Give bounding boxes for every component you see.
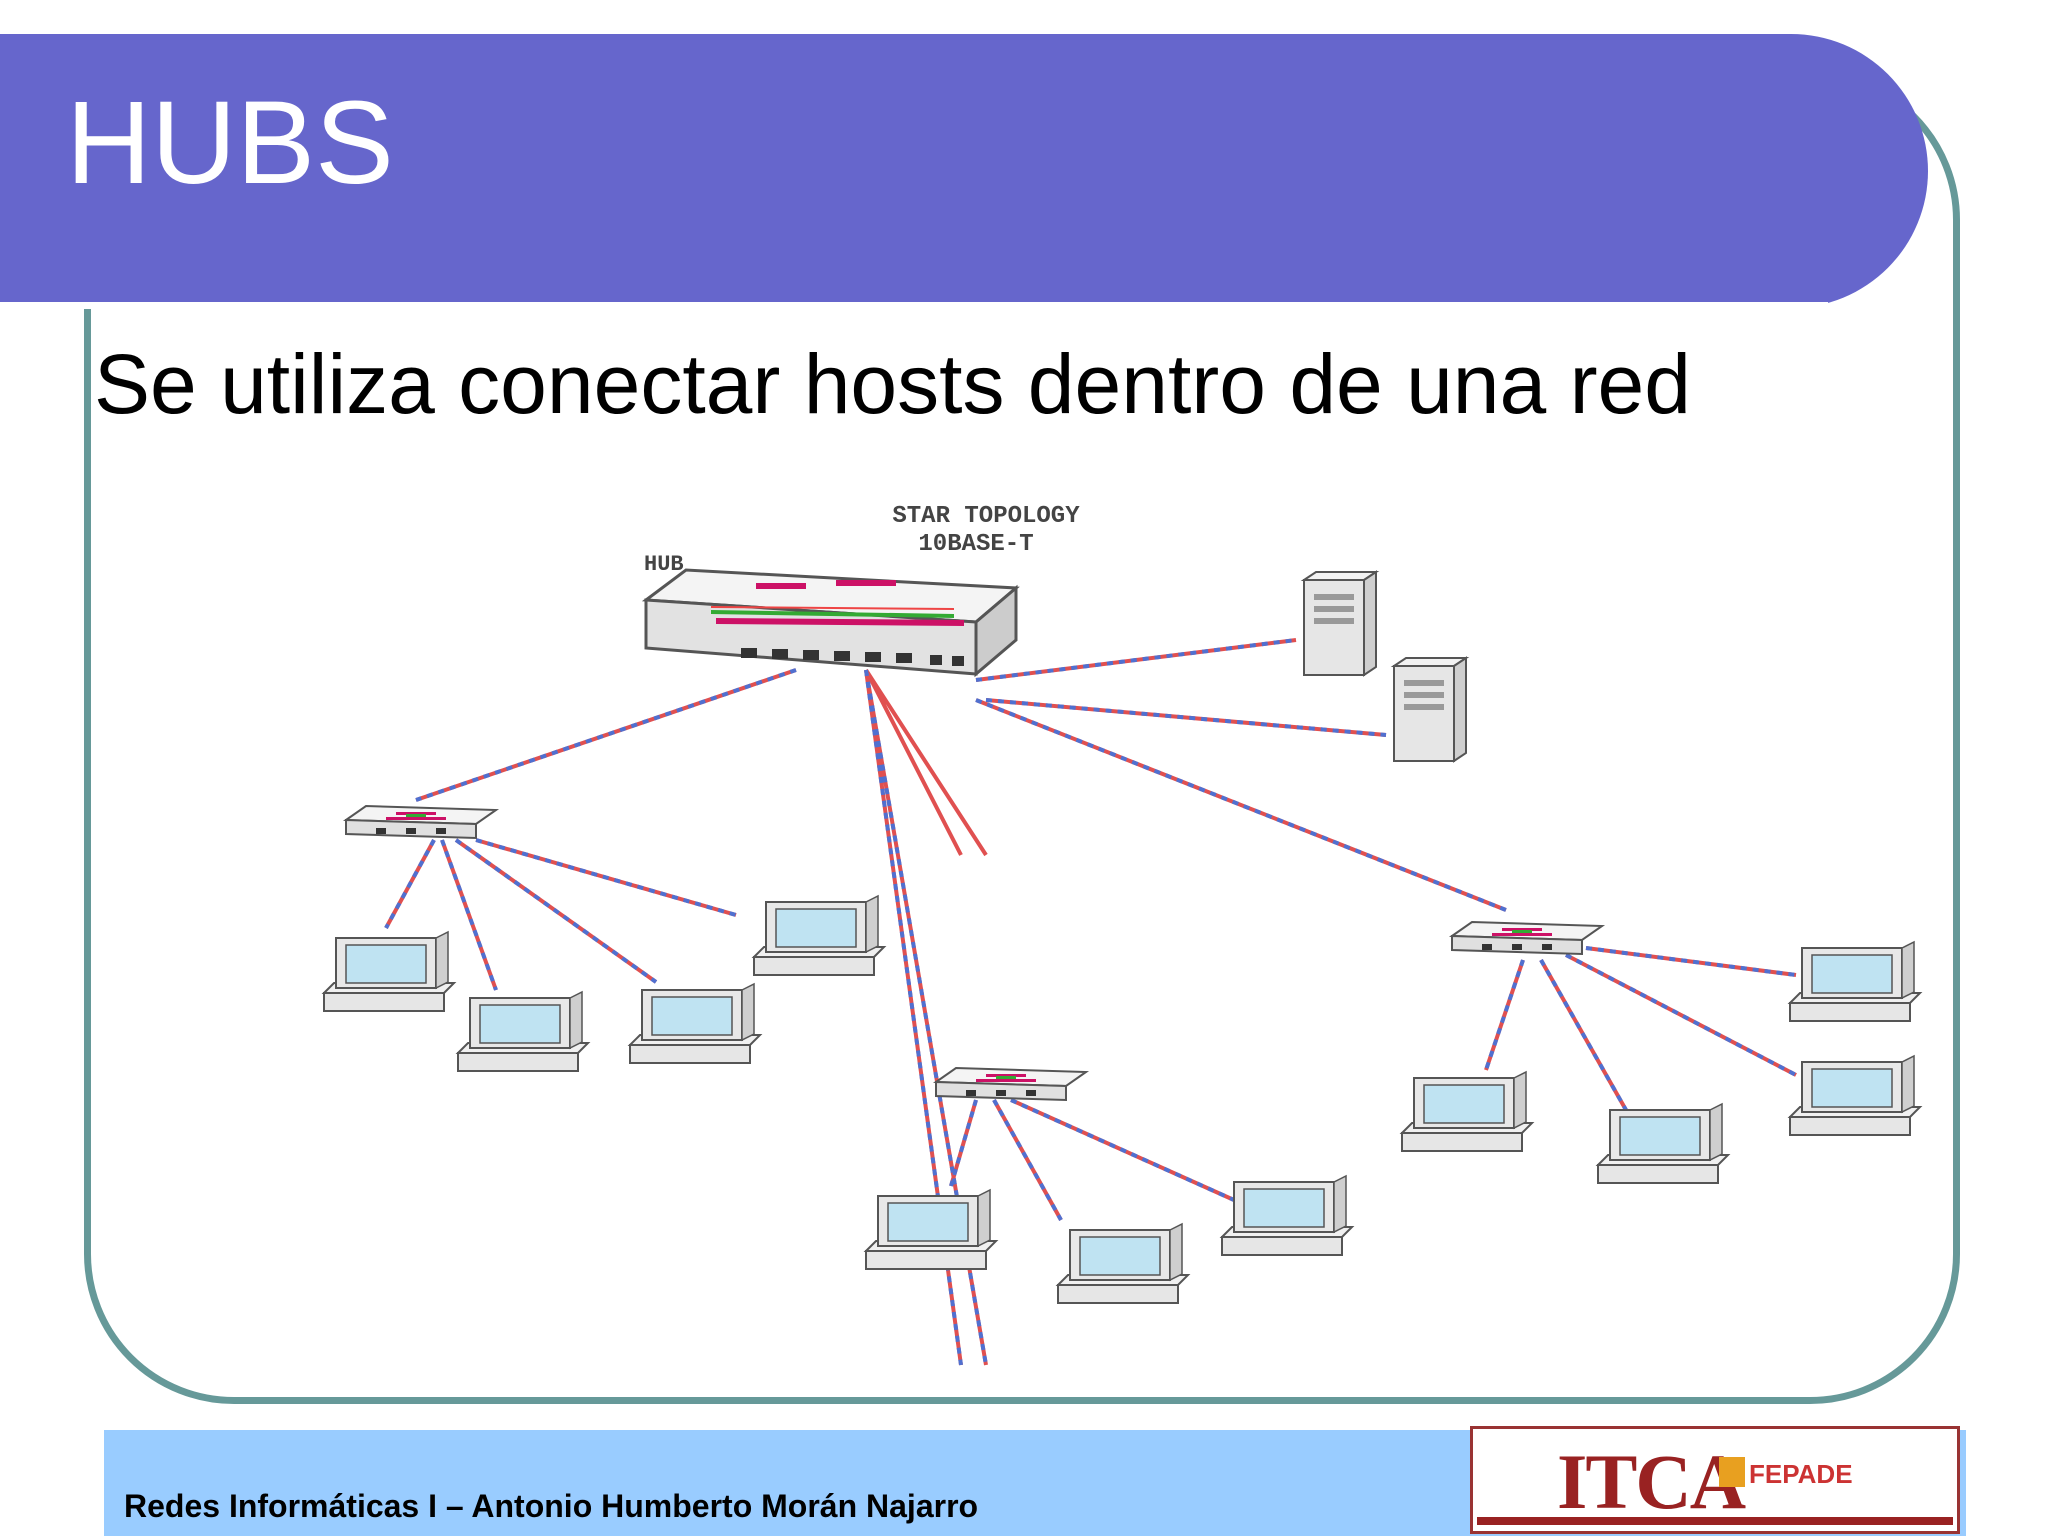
slide-subtitle: Se utiliza conectar hosts dentro de una …: [94, 337, 1691, 431]
computer-icon: [753, 895, 885, 976]
hub-label: HUB: [644, 552, 684, 577]
main-hub: [641, 568, 1020, 678]
computer-icon: [457, 991, 589, 1072]
computer-icon: [1057, 1223, 1189, 1304]
logo-main-text: ITCA: [1557, 1438, 1746, 1525]
hub-right: [1451, 921, 1603, 955]
computer-icon: [1401, 1071, 1533, 1152]
logo-book-icon: [1719, 1457, 1745, 1487]
computer-icon: [323, 931, 455, 1012]
footer-text: Redes Informáticas I – Antonio Humberto …: [124, 1488, 979, 1524]
star-topology-diagram: STAR TOPOLOGY 10BASE-T HUB: [323, 503, 1921, 1366]
logo-strip: [1477, 1517, 1953, 1525]
server-icon: [1393, 657, 1467, 762]
slide-title: HUBS: [66, 77, 394, 209]
computer-icon: [1789, 941, 1921, 1022]
hub-center: [935, 1067, 1087, 1101]
logo-sub-text: FEPADE: [1749, 1459, 1853, 1489]
computer-icon: [629, 983, 761, 1064]
computer-icon: [1789, 1055, 1921, 1136]
server-icon: [1303, 571, 1377, 676]
computer-icon: [1597, 1103, 1729, 1184]
itca-fepade-logo: ITCA FEPADE: [1470, 1426, 1960, 1534]
computer-icon: [1221, 1175, 1353, 1256]
title-bar: [0, 34, 1928, 309]
computer-icon: [865, 1189, 997, 1270]
topology-subheading: 10BASE-T: [918, 531, 1033, 558]
topology-heading: STAR TOPOLOGY: [892, 503, 1080, 530]
hub-left: [345, 805, 497, 839]
cable-links: [384, 638, 1797, 1366]
title-underline: [0, 302, 1828, 309]
